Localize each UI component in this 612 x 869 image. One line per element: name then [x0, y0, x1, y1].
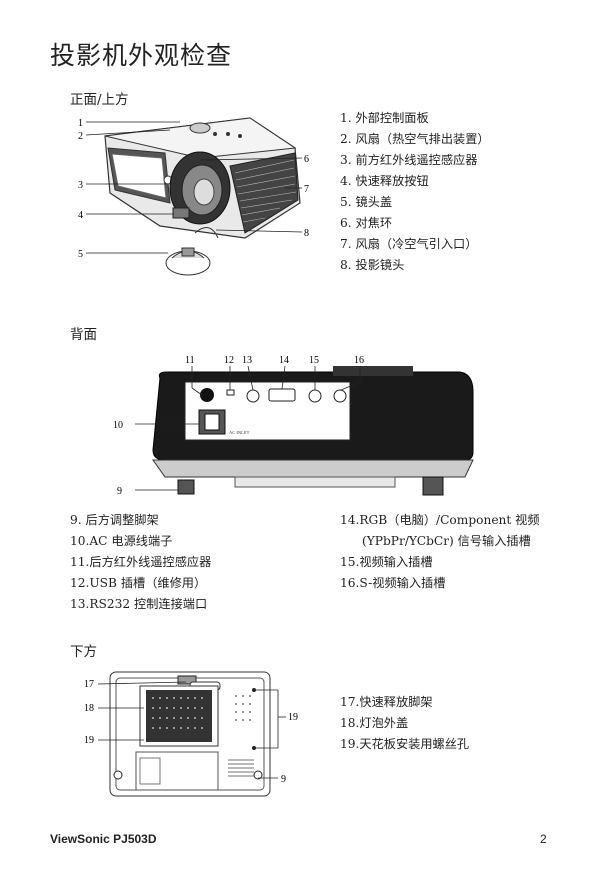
callout-15: 15 [309, 355, 319, 366]
callout-12: 12 [224, 355, 234, 366]
list-item: 16.S-视频输入插槽 [340, 576, 446, 590]
list-item: 3. 前方红外线遥控感应器 [340, 153, 478, 167]
ac-inlet-label: AC INLET [229, 430, 250, 435]
list-item: 13.RS232 控制连接端口 [70, 597, 208, 611]
callout-9-bottom: 9 [281, 774, 286, 785]
footer-brand: ViewSonic PJ503D [50, 832, 157, 846]
callout-5: 5 [78, 249, 83, 260]
front-projector-illustration: 1 2 3 4 5 6 7 8 [78, 117, 309, 276]
callout-19-left: 19 [84, 735, 94, 746]
list-item: 2. 风扇（热空气排出装置） [340, 132, 490, 146]
list-item: 15.视频输入插槽 [340, 555, 433, 569]
callout-6: 6 [304, 154, 309, 165]
callout-17: 17 [84, 679, 94, 690]
callout-7: 7 [304, 184, 309, 195]
rear-projector-illustration: AC INLET 11 12 13 14 15 16 10 9 [113, 355, 474, 497]
section-heading-front-top: 正面/上方 [70, 92, 129, 108]
callout-10: 10 [113, 420, 123, 431]
callout-2: 2 [78, 131, 83, 142]
bottom-projector-illustration: 17 18 19 19 9 [84, 671, 298, 797]
list-item: 17.快速释放脚架 [340, 695, 433, 709]
rear-parts-list-right: 14.RGB（电脑）/Component 视频 (YPbPr/YCbCr) 信号… [340, 510, 540, 594]
rear-parts-list-left: 9. 后方调整脚架 10.AC 电源线端子 11.后方红外线遥控感应器 12.U… [70, 510, 211, 615]
callout-14: 14 [279, 355, 289, 366]
section-heading-bottom: 下方 [70, 644, 97, 660]
list-item: 10.AC 电源线端子 [70, 534, 173, 548]
list-item: 5. 镜头盖 [340, 195, 393, 209]
callout-8: 8 [304, 228, 309, 239]
callout-16: 16 [354, 355, 364, 366]
callout-3: 3 [78, 180, 83, 191]
list-item: 19.天花板安装用螺丝孔 [340, 737, 470, 751]
list-item: 1. 外部控制面板 [340, 111, 429, 125]
callout-18: 18 [84, 703, 94, 714]
list-item: 14.RGB（电脑）/Component 视频 [340, 513, 540, 527]
list-item: (YPbPr/YCbCr) 信号输入插槽 [362, 534, 531, 548]
list-item: 11.后方红外线遥控感应器 [70, 555, 212, 569]
list-item: 18.灯泡外盖 [340, 716, 409, 730]
callout-11: 11 [185, 355, 195, 366]
page-number: 2 [540, 832, 547, 846]
callout-4: 4 [78, 210, 83, 221]
list-item: 7. 风扇（冷空气引入口） [340, 237, 478, 251]
callout-9: 9 [117, 486, 122, 497]
callout-19-right: 19 [288, 712, 298, 723]
list-item: 4. 快速释放按钮 [340, 174, 429, 188]
page-title: 投影机外观检查 [50, 41, 233, 70]
list-item: 8. 投影镜头 [340, 258, 405, 272]
front-top-parts-list: 1. 外部控制面板 2. 风扇（热空气排出装置） 3. 前方红外线遥控感应器 4… [340, 108, 490, 276]
list-item: 9. 后方调整脚架 [70, 513, 159, 527]
callout-13: 13 [242, 355, 252, 366]
callout-1: 1 [78, 118, 83, 129]
list-item: 6. 对焦环 [340, 216, 393, 230]
bottom-parts-list: 17.快速释放脚架 18.灯泡外盖 19.天花板安装用螺丝孔 [340, 692, 469, 755]
section-heading-rear: 背面 [70, 327, 97, 343]
list-item: 12.USB 插槽（维修用） [70, 576, 207, 590]
